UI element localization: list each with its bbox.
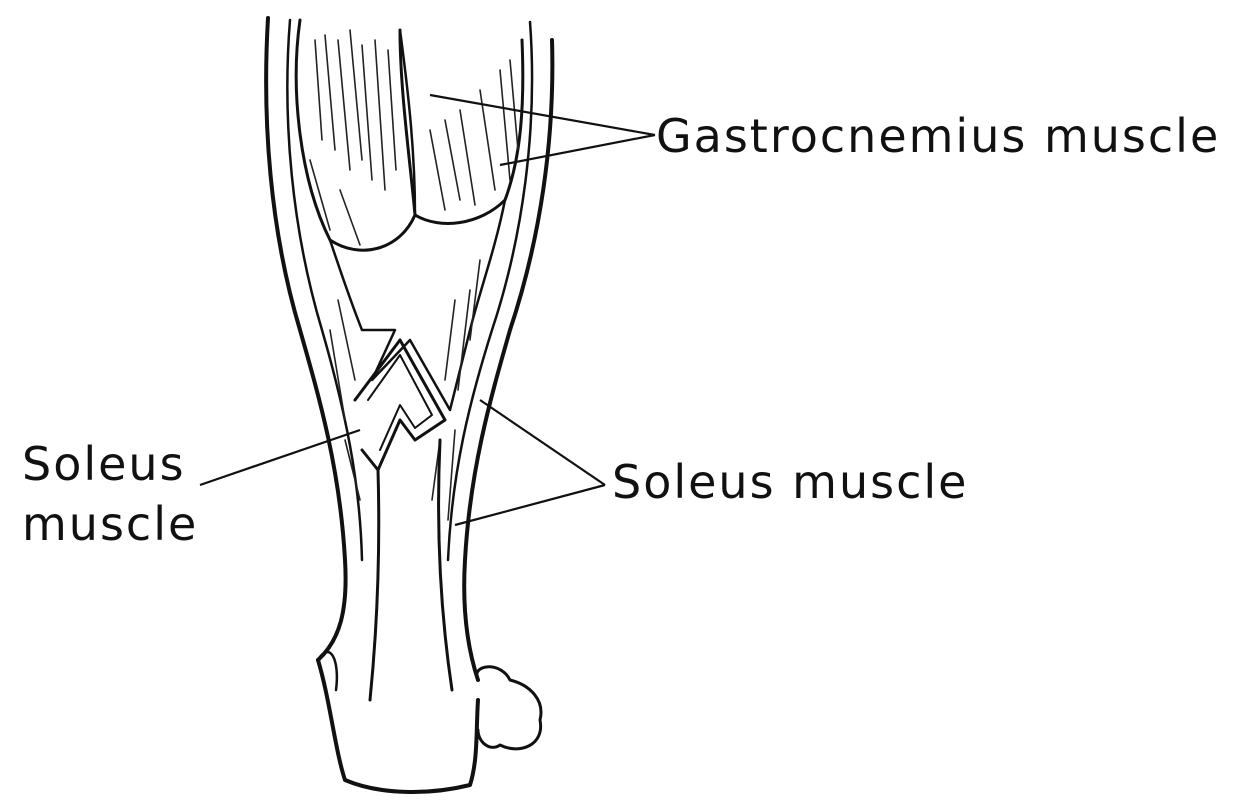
soleus-right-leader-lower [455, 485, 605, 525]
leg-inner-outline-left [287, 20, 362, 560]
soleus-shading [330, 260, 480, 520]
achilles-tendon-left [370, 470, 379, 700]
gastrocnemius-lateral-head [415, 40, 523, 223]
gastrocnemius-medial-head [296, 20, 415, 250]
heel-bone [318, 660, 478, 792]
leg-inner-outline-right [448, 22, 532, 560]
leg-illustration [266, 18, 552, 792]
soleus-left-label-line1: Soleus [22, 437, 186, 491]
leg-outline-right [464, 40, 552, 680]
soleus-right-leader-upper [480, 400, 605, 485]
achilles-tendon-right [439, 440, 453, 690]
soleus-left-label-line2: muscle [22, 497, 198, 551]
soleus-right-label: Soleus muscle [612, 455, 968, 509]
malleolus [477, 667, 541, 749]
gastrocnemius-leader-lower [500, 135, 655, 165]
leg-outline-left [266, 18, 345, 660]
gastrocnemius-label: Gastrocnemius muscle [656, 109, 1220, 163]
